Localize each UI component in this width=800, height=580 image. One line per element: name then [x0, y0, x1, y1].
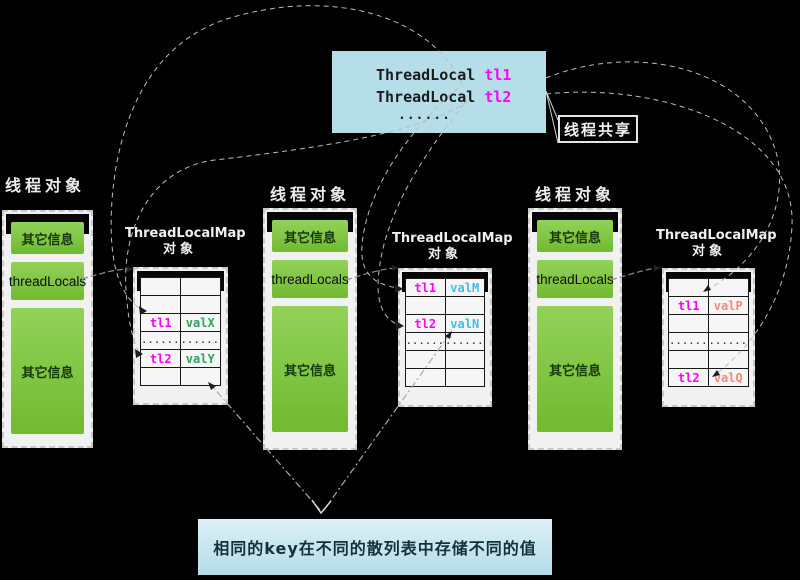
- map-subtitle-text: 对象: [427, 247, 462, 262]
- map-key-cell: [140, 295, 181, 314]
- map-title-text: ThreadLocalMap: [392, 231, 513, 246]
- threadlocal-tl1-declaration: ThreadLocal tl1: [376, 64, 546, 86]
- map-key-cell: [668, 350, 709, 369]
- map-value-cell: valX: [180, 313, 221, 332]
- map-row: [404, 296, 486, 315]
- map-row: ............: [140, 331, 221, 350]
- thread-object-title-1: 线程对象: [4, 176, 85, 195]
- ellipsis-text: ......: [398, 108, 451, 123]
- map-subtitle-text: 对象: [691, 244, 726, 259]
- arrowhead-threadlocals3: [654, 265, 661, 271]
- map-value-cell: [708, 314, 749, 333]
- tl2-variable: tl2: [484, 88, 512, 106]
- map-title-3: ThreadLocalMap 对象: [656, 228, 777, 260]
- map-value-cell: valM: [444, 278, 486, 297]
- other-info-field: 其它信息: [272, 220, 348, 252]
- thread-object-title-3: 线程对象: [534, 185, 615, 204]
- map-key-cell: ......: [668, 332, 709, 351]
- map-subtitle-text: 对象: [162, 242, 197, 257]
- tl1-variable: tl1: [484, 66, 512, 84]
- annotation-v-arrowhead: [311, 499, 332, 515]
- map-value-cell: valP: [708, 296, 749, 315]
- callout-wedge: [545, 90, 559, 144]
- map-row: [668, 278, 749, 297]
- thread-shared-label: 线程共享: [558, 115, 638, 143]
- map-row: ............: [404, 332, 486, 351]
- map-value-cell: [708, 350, 749, 369]
- map-row: ............: [668, 332, 749, 351]
- map-key-cell: tl1: [668, 296, 709, 315]
- map-key-cell: [404, 296, 446, 315]
- map-value-cell: [444, 296, 486, 315]
- map-row: [404, 368, 486, 387]
- map-row: [668, 350, 749, 369]
- map-value-cell: [180, 277, 221, 296]
- annotation-text: 相同的key在不同的散列表中存储不同的值: [213, 539, 537, 558]
- map-key-cell: tl1: [404, 278, 446, 297]
- map-key-cell: [140, 277, 181, 296]
- map-row: [140, 367, 221, 386]
- map-key-cell: ......: [140, 331, 181, 350]
- map-row: [668, 314, 749, 333]
- map-value-cell: [444, 368, 486, 387]
- threadlocals-field: threadLocals: [271, 260, 349, 298]
- map-key-cell: [668, 314, 709, 333]
- threadlocals-field: threadLocals: [9, 262, 86, 300]
- map-key-cell: tl2: [404, 314, 446, 333]
- other-info-field: 其它信息: [272, 306, 348, 432]
- map-value-cell: valY: [180, 349, 221, 368]
- threadlocal-type-label: ThreadLocal: [376, 88, 485, 106]
- map-row: [140, 277, 221, 296]
- map-row: [404, 350, 486, 369]
- map-title-text: ThreadLocalMap: [125, 226, 246, 241]
- map-key-cell: [668, 278, 709, 297]
- map-key-cell: [404, 368, 446, 387]
- map-value-cell: ......: [708, 332, 749, 351]
- map-title-2: ThreadLocalMap 对象: [392, 231, 513, 263]
- map-value-cell: ......: [444, 332, 486, 351]
- map-value-cell: [708, 278, 749, 297]
- map-value-cell: [180, 367, 221, 386]
- map-value-cell: valQ: [708, 368, 749, 387]
- map-key-cell: tl2: [140, 349, 181, 368]
- other-info-field: 其它信息: [537, 306, 613, 432]
- map-key-cell: ......: [404, 332, 446, 351]
- map-key-cell: tl2: [668, 368, 709, 387]
- other-info-field: 其它信息: [537, 220, 613, 252]
- other-info-field: 其它信息: [11, 308, 84, 434]
- thread-object-3: 其它信息 threadLocals 其它信息: [528, 208, 622, 450]
- map-row: [140, 295, 221, 314]
- thread-object-2: 其它信息 threadLocals 其它信息: [263, 208, 357, 450]
- map-key-cell: tl1: [140, 313, 181, 332]
- map-value-cell: [180, 295, 221, 314]
- map-key-cell: [140, 367, 181, 386]
- shared-threadlocal-box: ThreadLocal tl1 ThreadLocal tl2 ......: [332, 51, 546, 133]
- thread-object-title-2: 线程对象: [269, 185, 350, 204]
- map-value-cell: ......: [180, 331, 221, 350]
- threadlocals-field: threadLocals: [536, 260, 614, 298]
- map-value-cell: [444, 350, 486, 369]
- threadlocal-tl2-declaration: ThreadLocal tl2: [376, 86, 546, 108]
- annotation-box: 相同的key在不同的散列表中存储不同的值: [198, 519, 552, 575]
- map-title-1: ThreadLocalMap 对象: [125, 226, 246, 258]
- map-key-cell: [404, 350, 446, 369]
- thread-object-1: 其它信息 threadLocals 其它信息: [2, 210, 93, 448]
- map-title-text: ThreadLocalMap: [656, 228, 777, 243]
- threadlocal-type-label: ThreadLocal: [376, 66, 485, 84]
- other-info-field: 其它信息: [11, 222, 84, 254]
- map-value-cell: valN: [444, 314, 486, 333]
